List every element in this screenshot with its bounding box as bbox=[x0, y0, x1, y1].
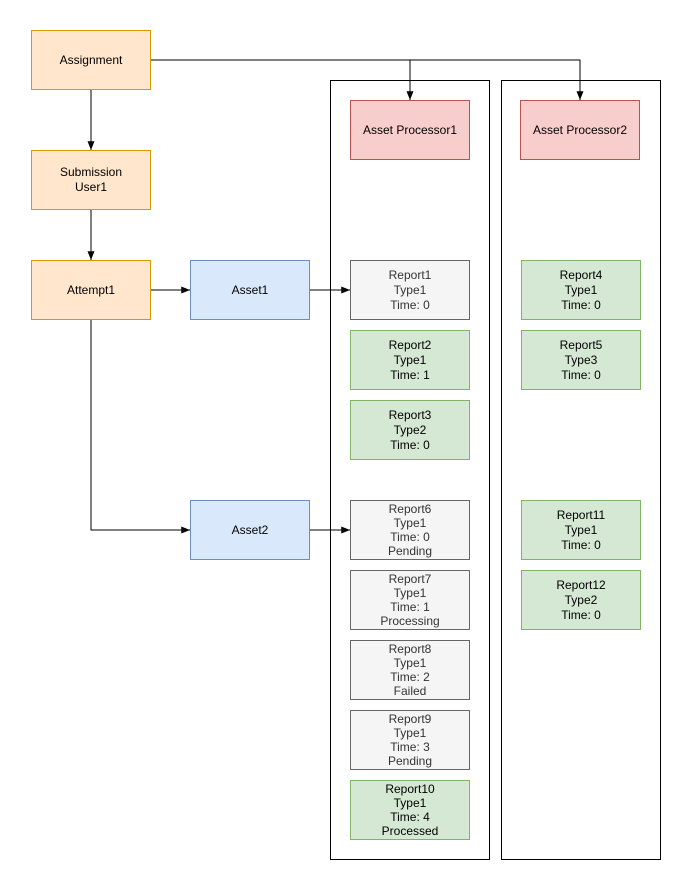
node-label: Time: 0 bbox=[561, 537, 601, 552]
node-label: Time: 1 bbox=[390, 600, 430, 614]
node-label: Type1 bbox=[393, 796, 427, 810]
node-label: Report10 bbox=[385, 782, 435, 796]
node-label: Time: 2 bbox=[390, 670, 430, 684]
node-label: Report11 bbox=[556, 507, 606, 522]
node-label: Pending bbox=[387, 544, 433, 558]
node-label: Asset2 bbox=[231, 522, 269, 537]
edge-attempt1-to-asset2 bbox=[90, 320, 190, 534]
node-label: Type1 bbox=[564, 282, 598, 297]
node-label: Time: 0 bbox=[390, 297, 430, 312]
node-label: Asset1 bbox=[231, 282, 269, 297]
node-label: Attempt1 bbox=[66, 282, 116, 297]
container-asset-processor2-lane bbox=[501, 80, 661, 860]
node-asset2: Asset2 bbox=[190, 500, 310, 560]
node-asset-processor1: Asset Processor1 bbox=[350, 100, 470, 160]
node-label: Type1 bbox=[393, 282, 427, 297]
node-label: Report1 bbox=[388, 267, 432, 282]
node-label: Type1 bbox=[564, 522, 598, 537]
node-report9: Report9 Type1 Time: 3 Pending bbox=[350, 710, 470, 770]
node-label: User1 bbox=[74, 180, 107, 194]
node-label: Time: 4 bbox=[390, 810, 430, 824]
node-label: Report7 bbox=[388, 572, 432, 586]
node-report5: Report5 Type3 Time: 0 bbox=[521, 330, 641, 390]
node-label: Time: 1 bbox=[390, 367, 430, 382]
node-report10: Report10 Type1 Time: 4 Processed bbox=[350, 780, 470, 840]
node-label: Time: 0 bbox=[561, 297, 601, 312]
node-label: Processing bbox=[380, 614, 440, 628]
node-label: Type1 bbox=[393, 586, 427, 600]
node-label: Type1 bbox=[393, 516, 427, 530]
node-label: Type2 bbox=[393, 422, 427, 437]
node-attempt1: Attempt1 bbox=[31, 260, 151, 320]
node-report3: Report3 Type2 Time: 0 bbox=[350, 400, 470, 460]
node-label: Type1 bbox=[393, 656, 427, 670]
node-label: Report6 bbox=[388, 502, 432, 516]
node-label: Time: 0 bbox=[561, 367, 601, 382]
node-report1: Report1 Type1 Time: 0 bbox=[350, 260, 470, 320]
node-label: Asset Processor2 bbox=[532, 122, 628, 137]
node-label: Type1 bbox=[393, 726, 427, 740]
node-report6: Report6 Type1 Time: 0 Pending bbox=[350, 500, 470, 560]
node-report11: Report11 Type1 Time: 0 bbox=[521, 500, 641, 560]
node-label: Time: 0 bbox=[390, 530, 430, 544]
node-label: Report2 bbox=[388, 337, 432, 352]
node-report2: Report2 Type1 Time: 1 bbox=[350, 330, 470, 390]
node-asset-processor2: Asset Processor2 bbox=[520, 100, 640, 160]
node-report8: Report8 Type1 Time: 2 Failed bbox=[350, 640, 470, 700]
node-report7: Report7 Type1 Time: 1 Processing bbox=[350, 570, 470, 630]
node-label: Time: 3 bbox=[390, 740, 430, 754]
node-label: Type1 bbox=[393, 352, 427, 367]
node-assignment: Assignment bbox=[31, 30, 151, 90]
node-label: Submission bbox=[59, 165, 123, 179]
node-report12: Report12 Type2 Time: 0 bbox=[521, 570, 641, 630]
node-label: Assignment bbox=[59, 52, 123, 67]
node-label: Report12 bbox=[556, 577, 606, 592]
node-label: Type2 bbox=[564, 592, 598, 607]
node-label: Asset Processor1 bbox=[362, 122, 458, 137]
node-report4: Report4 Type1 Time: 0 bbox=[521, 260, 641, 320]
node-label: Report9 bbox=[388, 712, 432, 726]
node-asset1: Asset1 bbox=[190, 260, 310, 320]
node-label: Report3 bbox=[388, 407, 432, 422]
node-label: Report5 bbox=[559, 337, 603, 352]
node-submission-user1: Submission User1 bbox=[31, 150, 151, 210]
node-label: Failed bbox=[393, 684, 427, 698]
node-label: Pending bbox=[387, 754, 433, 768]
node-label: Processed bbox=[381, 824, 439, 838]
node-label: Time: 0 bbox=[390, 437, 430, 452]
node-label: Type3 bbox=[564, 352, 598, 367]
node-label: Time: 0 bbox=[561, 607, 601, 622]
node-label: Report8 bbox=[388, 642, 432, 656]
node-label: Report4 bbox=[559, 267, 603, 282]
